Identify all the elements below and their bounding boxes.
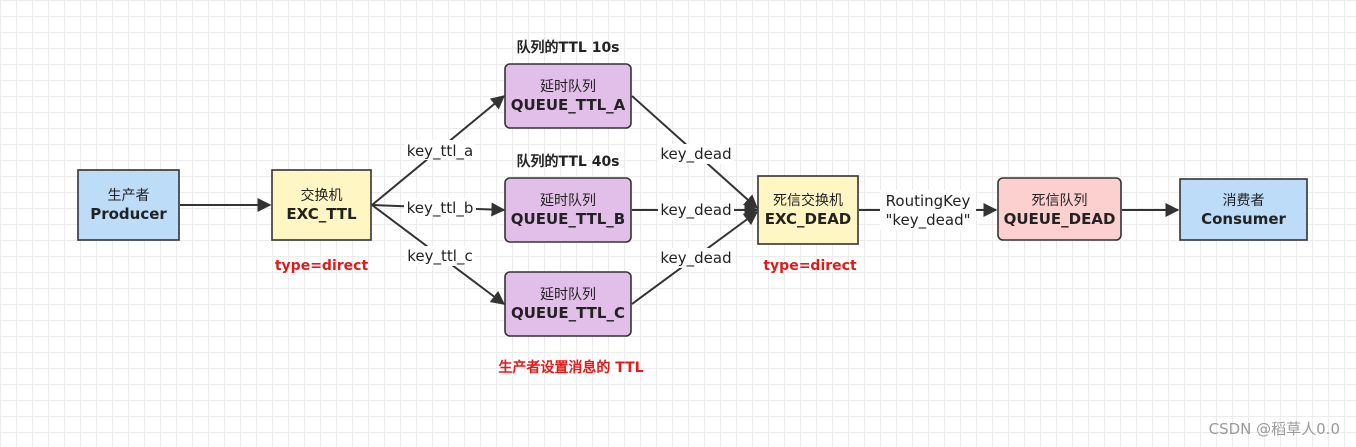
node-consumer: 消费者 Consumer (1179, 178, 1308, 241)
node-dead-queue: 死信队列 QUEUE_DEAD (997, 177, 1122, 241)
node-dead-queue-box (997, 177, 1122, 241)
node-queue-c-box (504, 271, 632, 337)
node-exchange-label-en: EXC_TTL (286, 205, 357, 223)
node-queue-b: 延时队列 QUEUE_TTL_B (504, 177, 632, 243)
node-queue-c: 延时队列 QUEUE_TTL_C (504, 271, 632, 337)
edge-label-key-ttl-c: key_ttl_c (407, 247, 472, 266)
node-consumer-label-en: Consumer (1201, 210, 1286, 228)
node-producer-label-en: Producer (90, 205, 167, 223)
edge-label-key-ttl-a: key_ttl_a (407, 142, 473, 161)
edge-label-key-ttl-b: key_ttl_b (407, 199, 474, 218)
node-producer: 生产者 Producer (77, 169, 180, 241)
annotations: 队列的TTL 10s 队列的TTL 40s type=direct type=d… (275, 39, 857, 376)
node-queue-b-label-en: QUEUE_TTL_B (511, 210, 625, 228)
node-dead-queue-label-cn: 死信队列 (1032, 193, 1088, 209)
node-dead-exchange: 死信交换机 EXC_DEAD (757, 175, 859, 245)
node-queue-c-label-cn: 延时队列 (540, 287, 596, 303)
annotation-ttl-a: 队列的TTL 10s (516, 39, 619, 56)
node-exchange-label-cn: 交换机 (301, 187, 343, 204)
annotation-producer-ttl: 生产者设置消息的 TTL (498, 359, 643, 376)
node-queue-a-box (504, 63, 632, 129)
edge-label-key-dead-b: key_dead (660, 201, 731, 220)
node-queue-a-label-en: QUEUE_TTL_A (511, 96, 626, 114)
node-queue-b-label-cn: 延时队列 (540, 193, 596, 209)
watermark: CSDN @稻草人0.0 (1209, 420, 1340, 438)
edge-label-key-dead-a: key_dead (660, 145, 731, 164)
node-queue-a: 延时队列 QUEUE_TTL_A (504, 63, 632, 129)
node-dead-exchange-label-cn: 死信交换机 (773, 192, 843, 209)
node-consumer-box (1179, 178, 1308, 241)
node-dead-queue-label-en: QUEUE_DEAD (1004, 210, 1116, 228)
edge-labels: key_ttl_a key_ttl_b key_ttl_c key_dead k… (404, 140, 976, 268)
node-exchange: 交换机 EXC_TTL (271, 169, 372, 241)
edge-label-key-dead-c: key_dead (660, 249, 731, 268)
edge-label-routing-key-value: "key_dead" (885, 211, 970, 230)
node-queue-b-box (504, 177, 632, 243)
node-consumer-label-cn: 消费者 (1223, 193, 1265, 209)
node-dead-exchange-label-en: EXC_DEAD (765, 210, 852, 228)
edge-label-routing-key: RoutingKey (886, 192, 971, 210)
node-exchange-box (271, 169, 372, 241)
annotation-type-dead-exchange: type=direct (763, 258, 857, 274)
node-queue-a-label-cn: 延时队列 (540, 79, 596, 95)
node-dead-exchange-box (757, 175, 859, 245)
node-queue-c-label-en: QUEUE_TTL_C (511, 304, 625, 322)
node-producer-label-cn: 生产者 (108, 188, 150, 204)
annotation-ttl-b: 队列的TTL 40s (516, 153, 619, 170)
annotation-type-exchange: type=direct (275, 258, 369, 274)
node-producer-box (77, 169, 180, 241)
